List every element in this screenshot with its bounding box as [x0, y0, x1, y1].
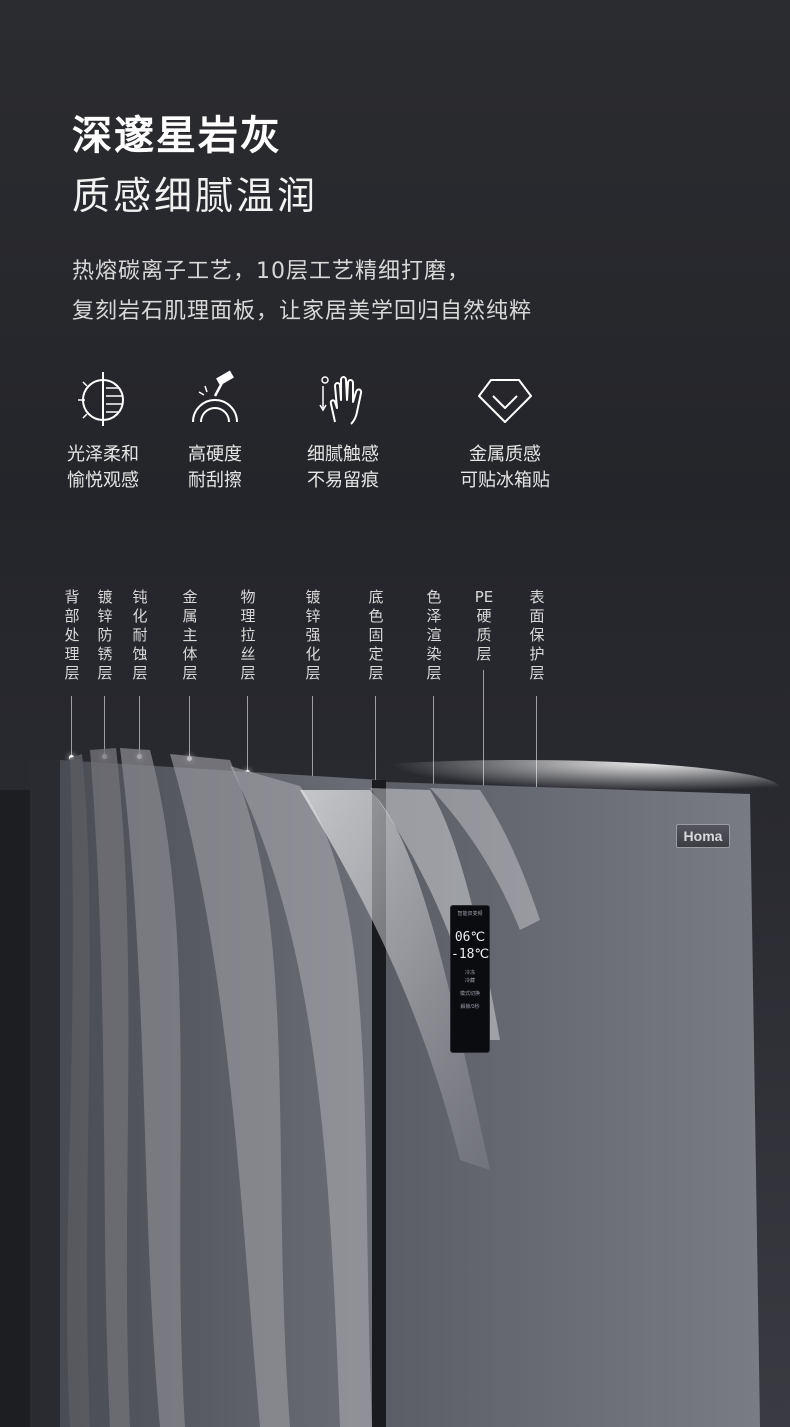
leader-line — [375, 696, 376, 790]
layer-label-base-color: 底色固定层 — [368, 588, 384, 682]
feature-touch-line-2: 不易留痕 — [307, 470, 379, 491]
feature-gloss-line-1: 光泽柔和 — [67, 444, 139, 465]
description-line-1: 热熔碳离子工艺，10层工艺精细打磨， — [72, 259, 470, 284]
half-circle-gloss-icon — [78, 372, 124, 426]
freezer-temp-display: -18℃ — [451, 947, 490, 962]
brand-logo: Homa — [676, 824, 730, 848]
leader-line — [189, 696, 190, 756]
leader-line — [247, 696, 248, 770]
layer-label-metal-body: 金属主体层 — [182, 588, 198, 682]
feature-gloss-line-2: 愉悦观感 — [67, 470, 139, 491]
panel-title: 智能双变频 — [457, 911, 483, 917]
description: 热熔碳离子工艺，10层工艺精细打磨， 复刻岩石肌理面板，让家居美学回归自然纯粹 — [72, 252, 732, 332]
feature-hardness: 高硬度 耐刮擦 — [140, 368, 290, 494]
page-title: 深邃星岩灰 — [72, 113, 282, 159]
layer-label-pe-hard-text: PE硬质层 — [474, 588, 494, 663]
description-line-2: 复刻岩石肌理面板，让家居美学回归自然纯粹 — [72, 299, 533, 324]
fridge-temp-display: 06℃ — [454, 930, 486, 945]
fridge-illustration — [0, 748, 780, 1427]
feature-touch: 细腻触感 不易留痕 — [268, 368, 418, 494]
layer-label-galvanized-antirust: 镀锌防锈层 — [97, 588, 113, 682]
layer-label-galvanized-strengthen: 镀锌强化层 — [305, 588, 321, 682]
leader-line — [104, 696, 105, 754]
leader-line — [139, 696, 140, 754]
hammer-arc-icon — [192, 370, 238, 423]
layer-label-surface-protect: 表面保护层 — [529, 588, 545, 682]
feature-metal: 金属质感 可贴冰箱贴 — [430, 368, 580, 494]
feature-touch-line-1: 细腻触感 — [307, 444, 379, 465]
layer-label-back-treatment: 背部处理层 — [64, 588, 80, 682]
leader-line — [71, 696, 72, 756]
feature-metal-line-1: 金属质感 — [469, 444, 541, 465]
panel-label-freeze[interactable]: 冷冻 — [464, 970, 475, 976]
layer-label-pe-hard: PE硬质层 — [470, 588, 498, 664]
diamond-icon — [478, 379, 532, 423]
layer-label-brushed: 物理拉丝层 — [240, 588, 256, 682]
page-subtitle: 质感细腻温润 — [72, 174, 319, 218]
leader-line — [536, 696, 537, 798]
panel-label-unlock[interactable]: 解锁/3秒 — [460, 1004, 480, 1010]
feature-gloss: 光泽柔和 愉悦观感 — [28, 368, 178, 494]
layer-label-color-render: 色泽渲染层 — [426, 588, 442, 682]
control-panel: 智能双变频 06℃ -18℃ 冷冻 冷藏 模式切换 解锁/3秒 — [450, 905, 490, 1053]
feature-metal-line-2: 可贴冰箱贴 — [460, 470, 550, 491]
hand-touch-icon — [319, 376, 363, 425]
feature-hardness-line-2: 耐刮擦 — [188, 470, 242, 491]
panel-label-mode[interactable]: 模式切换 — [459, 991, 480, 997]
feature-hardness-line-1: 高硬度 — [188, 444, 242, 465]
leader-line — [433, 696, 434, 790]
layer-label-passivation: 钝化耐蚀层 — [132, 588, 148, 682]
leader-line — [483, 670, 484, 790]
panel-label-chill[interactable]: 冷藏 — [464, 978, 475, 984]
leader-line — [312, 696, 313, 790]
